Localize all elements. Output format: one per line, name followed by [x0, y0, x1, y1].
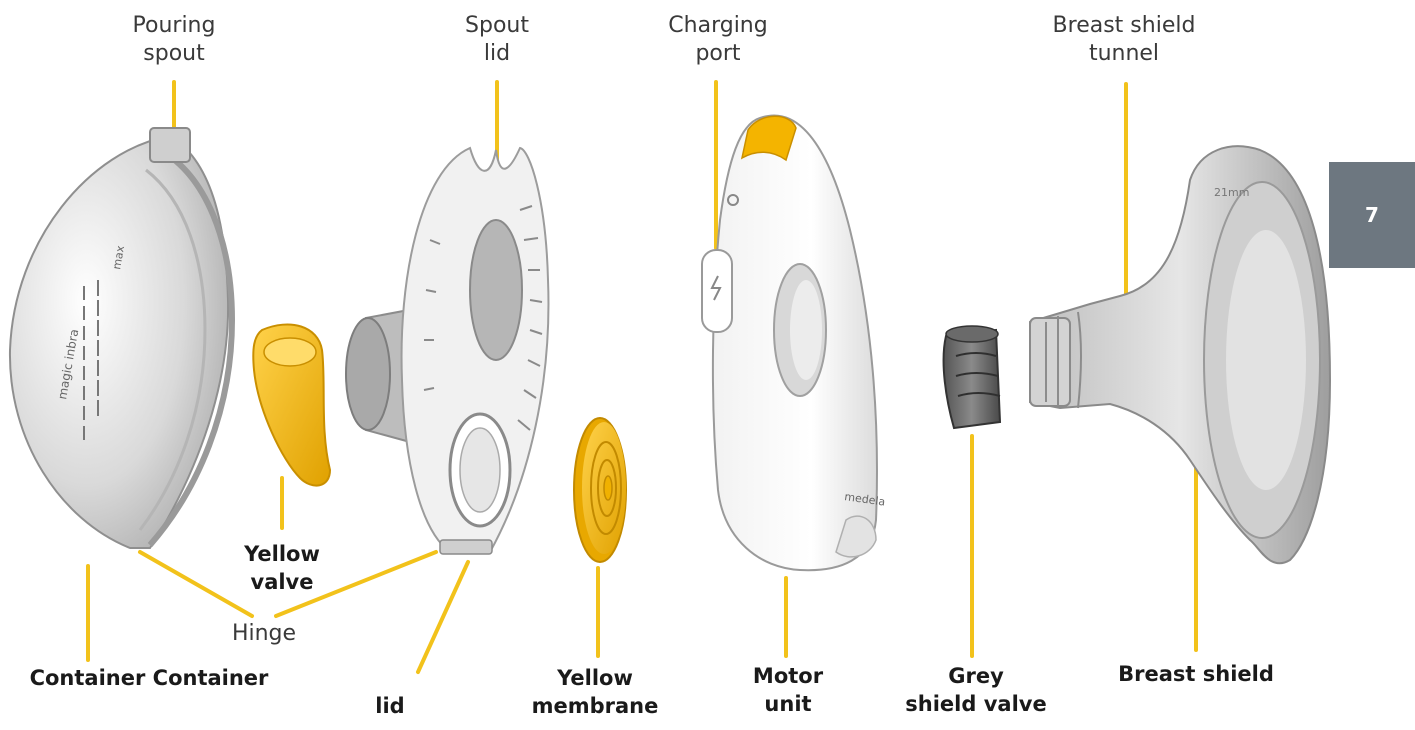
lid-part [345, 146, 550, 555]
yellow-valve-part [252, 323, 332, 487]
label-breast-shield: Breast shield [1118, 662, 1274, 686]
grey-shield-valve-part [942, 325, 1002, 430]
label-yellow-valve: Yellow valve [244, 542, 320, 594]
label-motor-unit: Motor unit [752, 664, 824, 716]
breast-shield-part: 21mm [1029, 145, 1332, 565]
shield-size-text: 21mm [1214, 186, 1249, 199]
label-pouring-spout: Pouring spout [132, 13, 216, 66]
label-hinge: Hinge [231, 621, 297, 646]
label-lid: lid [375, 694, 405, 718]
yellow-membrane-part [573, 417, 627, 563]
leader-lid [416, 560, 470, 674]
label-spout-lid: Spout lid [465, 13, 529, 66]
leader-hinge-left [138, 550, 254, 618]
page-number-tab: 7 [1329, 162, 1415, 268]
leader-lines [86, 80, 1198, 674]
container-max-text: max [110, 244, 127, 270]
label-charging-port: Charging port [668, 13, 768, 66]
label-container: Container Container [29, 666, 269, 690]
label-breast-shield-tunnel: Breast shield tunnel [1052, 13, 1196, 66]
motor-brand-text: medela [844, 490, 886, 509]
label-yellow-membrane: Yellow membrane [531, 666, 659, 718]
label-grey-shield-valve: Grey shield valve [905, 664, 1047, 716]
container-part: magic inbra max [8, 127, 236, 549]
motor-unit-part: medela [701, 114, 886, 572]
page-number: 7 [1365, 203, 1379, 227]
leader-hinge-right [274, 550, 438, 618]
